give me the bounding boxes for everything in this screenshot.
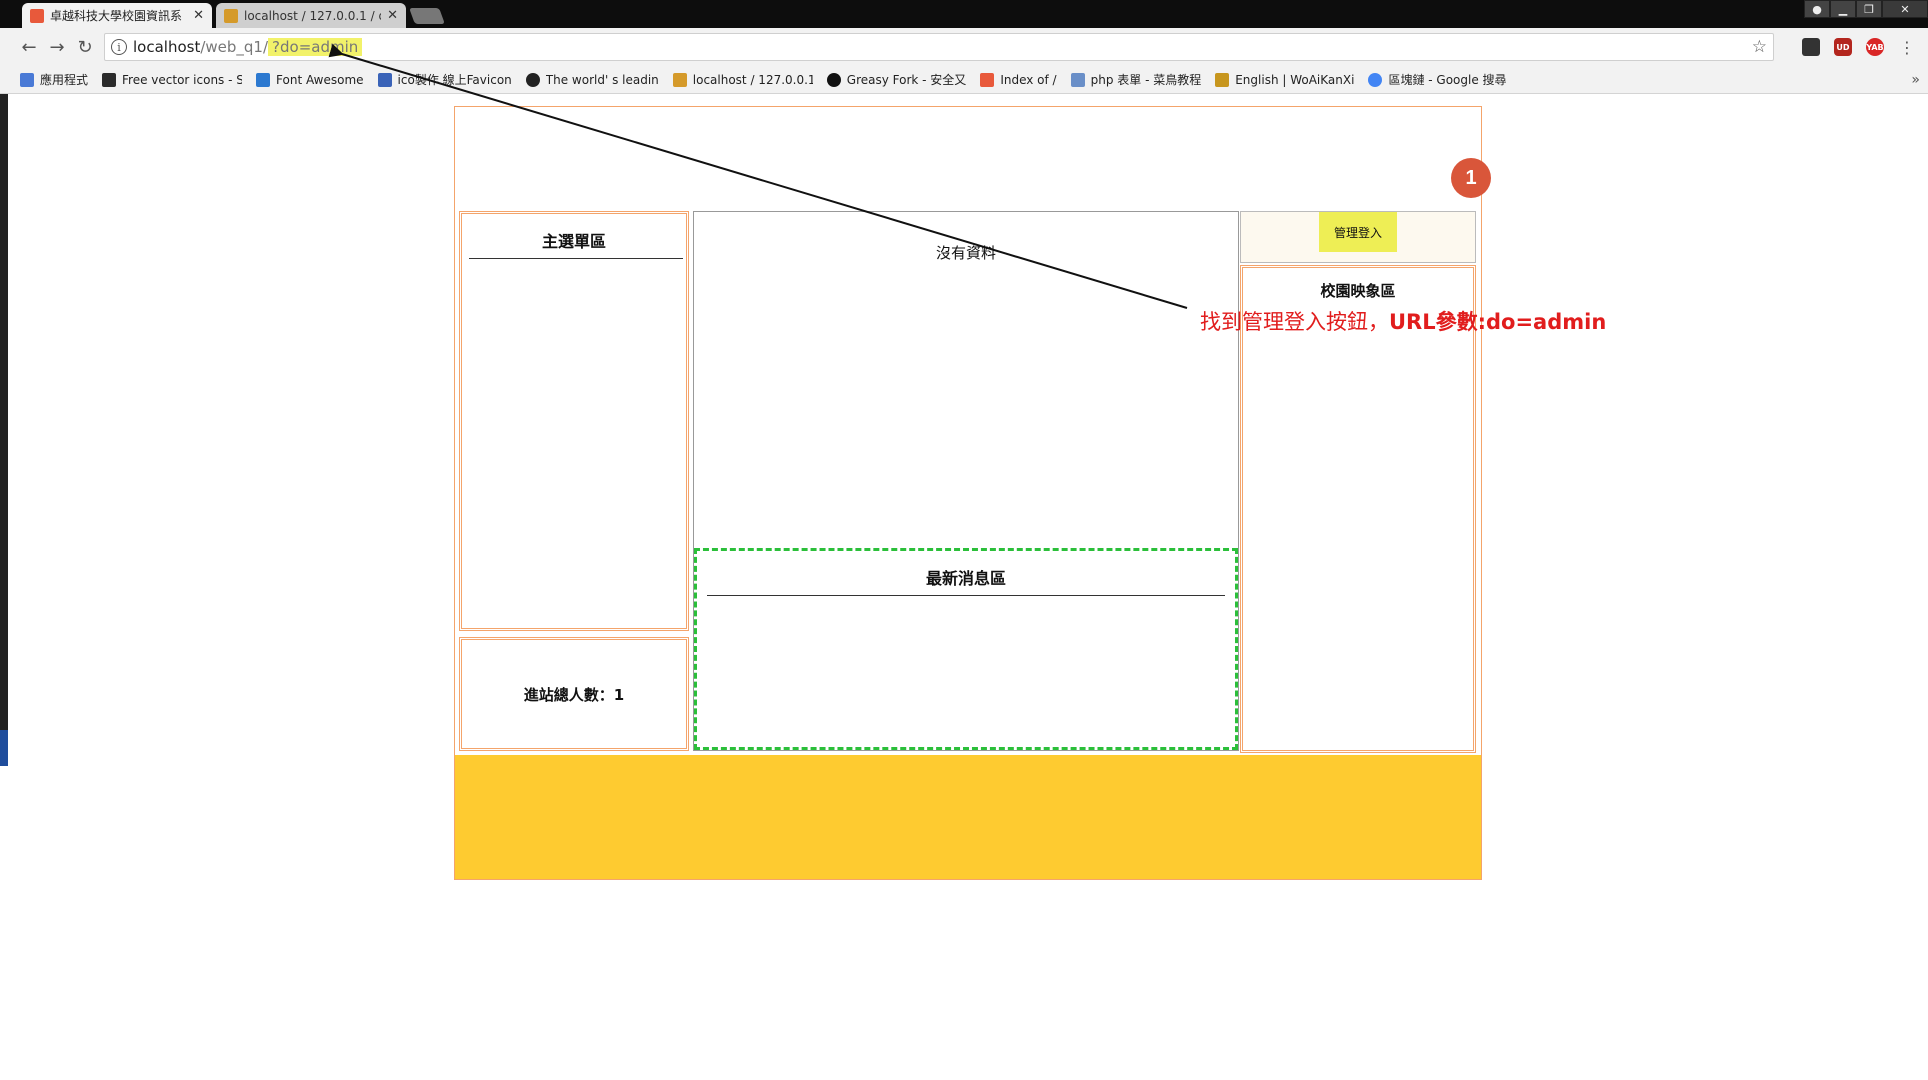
greasyfork-icon (826, 72, 841, 87)
tab-strip: 卓越科技大學校園資訊系 ✕ localhost / 127.0.0.1 / d … (0, 0, 1928, 28)
no-data-text: 沒有資料 (935, 244, 996, 262)
bookmark-greasyfork[interactable]: Greasy Fork - 安全又 (826, 71, 967, 88)
page-container: 主選單區 進站總人數：1 沒有資料 最新消息區 管理登入 校園映象區 (454, 106, 1482, 880)
bookmark-label: php 表單 - 菜鳥教程 (1090, 73, 1202, 87)
tab-close-icon[interactable]: ✕ (387, 8, 398, 23)
annotation-text-bold: URL參數:do=admin (1389, 310, 1607, 334)
annotation-text: 找到管理登入按鈕，URL參數:do=admin (1200, 306, 1606, 336)
vector-icon (102, 72, 117, 87)
login-area: 管理登入 (1240, 211, 1476, 263)
person-icon[interactable]: ● (1804, 0, 1830, 18)
bookmark-label: The world' s leadin (545, 72, 659, 87)
step-number: 1 (1465, 166, 1477, 189)
new-tab-button[interactable] (409, 8, 445, 24)
ico-icon (377, 72, 392, 87)
bookmark-label: 應用程式 (40, 73, 89, 87)
browser-toolbar: ← → ↻ i localhost /web_q1/ ?do=admin ☆ U… (0, 28, 1928, 66)
window-controls: ● ▁ ❐ ✕ (1804, 0, 1928, 20)
news-area: 最新消息區 (694, 548, 1238, 750)
flag-icon (256, 72, 271, 87)
back-icon[interactable]: ← (21, 36, 37, 58)
bookmark-free-vector-icons[interactable]: Free vector icons - S (102, 72, 243, 87)
page-footer (455, 755, 1481, 879)
bookmark-label: Font Awesome (276, 72, 364, 87)
tab-title: 卓越科技大學校園資訊系 (50, 9, 183, 23)
apps-grid-icon (20, 72, 34, 87)
bookmark-star-icon[interactable]: ☆ (1751, 37, 1767, 57)
pma-favicon-icon (224, 8, 238, 23)
admin-login-button[interactable]: 管理登入 (1319, 212, 1397, 252)
yab-icon[interactable]: YAB (1866, 38, 1884, 56)
pma-icon (672, 72, 687, 87)
bookmark-label: English | WoAiKanXi (1235, 72, 1355, 87)
tab-phpmyadmin[interactable]: localhost / 127.0.0.1 / d ✕ (216, 3, 406, 28)
bookmarks-bar: 應用程式 Free vector icons - S Font Awesome … (0, 66, 1928, 94)
bookmark-github[interactable]: The world' s leadin (525, 72, 659, 87)
xampp-icon (980, 72, 995, 87)
bookmark-apps[interactable]: 應用程式 (20, 71, 88, 88)
taskbar-edge (0, 730, 8, 766)
minimize-icon[interactable]: ▁ (1830, 0, 1856, 18)
tab-title: localhost / 127.0.0.1 / d (244, 8, 382, 23)
url-host: localhost (133, 38, 201, 56)
tab-close-icon[interactable]: ✕ (193, 8, 204, 23)
tab-campus-system[interactable]: 卓越科技大學校園資訊系 ✕ (22, 3, 212, 28)
address-bar[interactable]: i localhost /web_q1/ ?do=admin ☆ (104, 33, 1774, 61)
bookmark-label: Greasy Fork - 安全又 (846, 73, 967, 87)
menu-divider (469, 258, 683, 259)
doc-icon (1070, 72, 1085, 87)
bookmark-localhost[interactable]: localhost / 127.0.0.1 (672, 72, 813, 87)
bookmark-google-search[interactable]: 區塊鏈 - Google 搜尋 (1368, 71, 1507, 88)
ublock-icon[interactable]: UD (1834, 38, 1852, 56)
bars-icon (1215, 72, 1230, 87)
bookmark-index-of[interactable]: Index of / (980, 72, 1057, 87)
bookmark-label: Free vector icons - S (122, 72, 243, 87)
main-content-area: 沒有資料 最新消息區 (693, 211, 1239, 751)
step-number-badge: 1 (1451, 158, 1491, 198)
bookmark-label: 區塊鏈 - Google 搜尋 (1388, 73, 1507, 87)
campus-image-area: 校園映象區 (1240, 265, 1476, 753)
github-icon (525, 72, 540, 87)
bookmark-woaikanxi[interactable]: English | WoAiKanXi (1215, 72, 1355, 87)
xampp-favicon-icon (30, 8, 44, 23)
window-edge (0, 94, 8, 766)
reload-icon[interactable]: ↻ (77, 36, 93, 58)
bookmark-favicon[interactable]: ico製作 線上Favicon (377, 71, 512, 88)
forward-icon[interactable]: → (49, 36, 65, 58)
bookmark-label: Index of / (1000, 72, 1057, 87)
bookmark-label: ico製作 線上Favicon (397, 73, 512, 87)
annotation-text-prefix: 找到管理登入按鈕， (1200, 310, 1389, 334)
ext-label: UD (1836, 42, 1850, 52)
news-title: 最新消息區 (925, 569, 1006, 588)
news-divider (707, 595, 1225, 596)
url-path: /web_q1/ (200, 38, 269, 56)
url-query-highlight: ?do=admin (268, 38, 363, 56)
visitor-counter-area: 進站總人數：1 (459, 637, 689, 751)
bookmark-php-form[interactable]: php 表單 - 菜鳥教程 (1070, 71, 1202, 88)
close-icon[interactable]: ✕ (1882, 0, 1928, 18)
google-icon (1368, 72, 1383, 87)
bookmarks-overflow-icon[interactable]: » (1911, 72, 1920, 88)
campus-title: 校園映象區 (1320, 282, 1396, 300)
ext-dark-icon[interactable] (1802, 38, 1820, 56)
browser-menu-icon[interactable]: ⋮ (1899, 37, 1915, 57)
bookmark-label: localhost / 127.0.0.1 (692, 72, 813, 87)
main-menu-area: 主選單區 (459, 211, 689, 631)
ext-label: YAB (1866, 42, 1884, 52)
info-icon[interactable]: i (111, 39, 127, 55)
menu-title: 主選單區 (541, 232, 606, 251)
visitor-count-text: 進站總人數：1 (523, 685, 625, 704)
restore-icon[interactable]: ❐ (1856, 0, 1882, 18)
bookmark-font-awesome[interactable]: Font Awesome (256, 72, 364, 87)
